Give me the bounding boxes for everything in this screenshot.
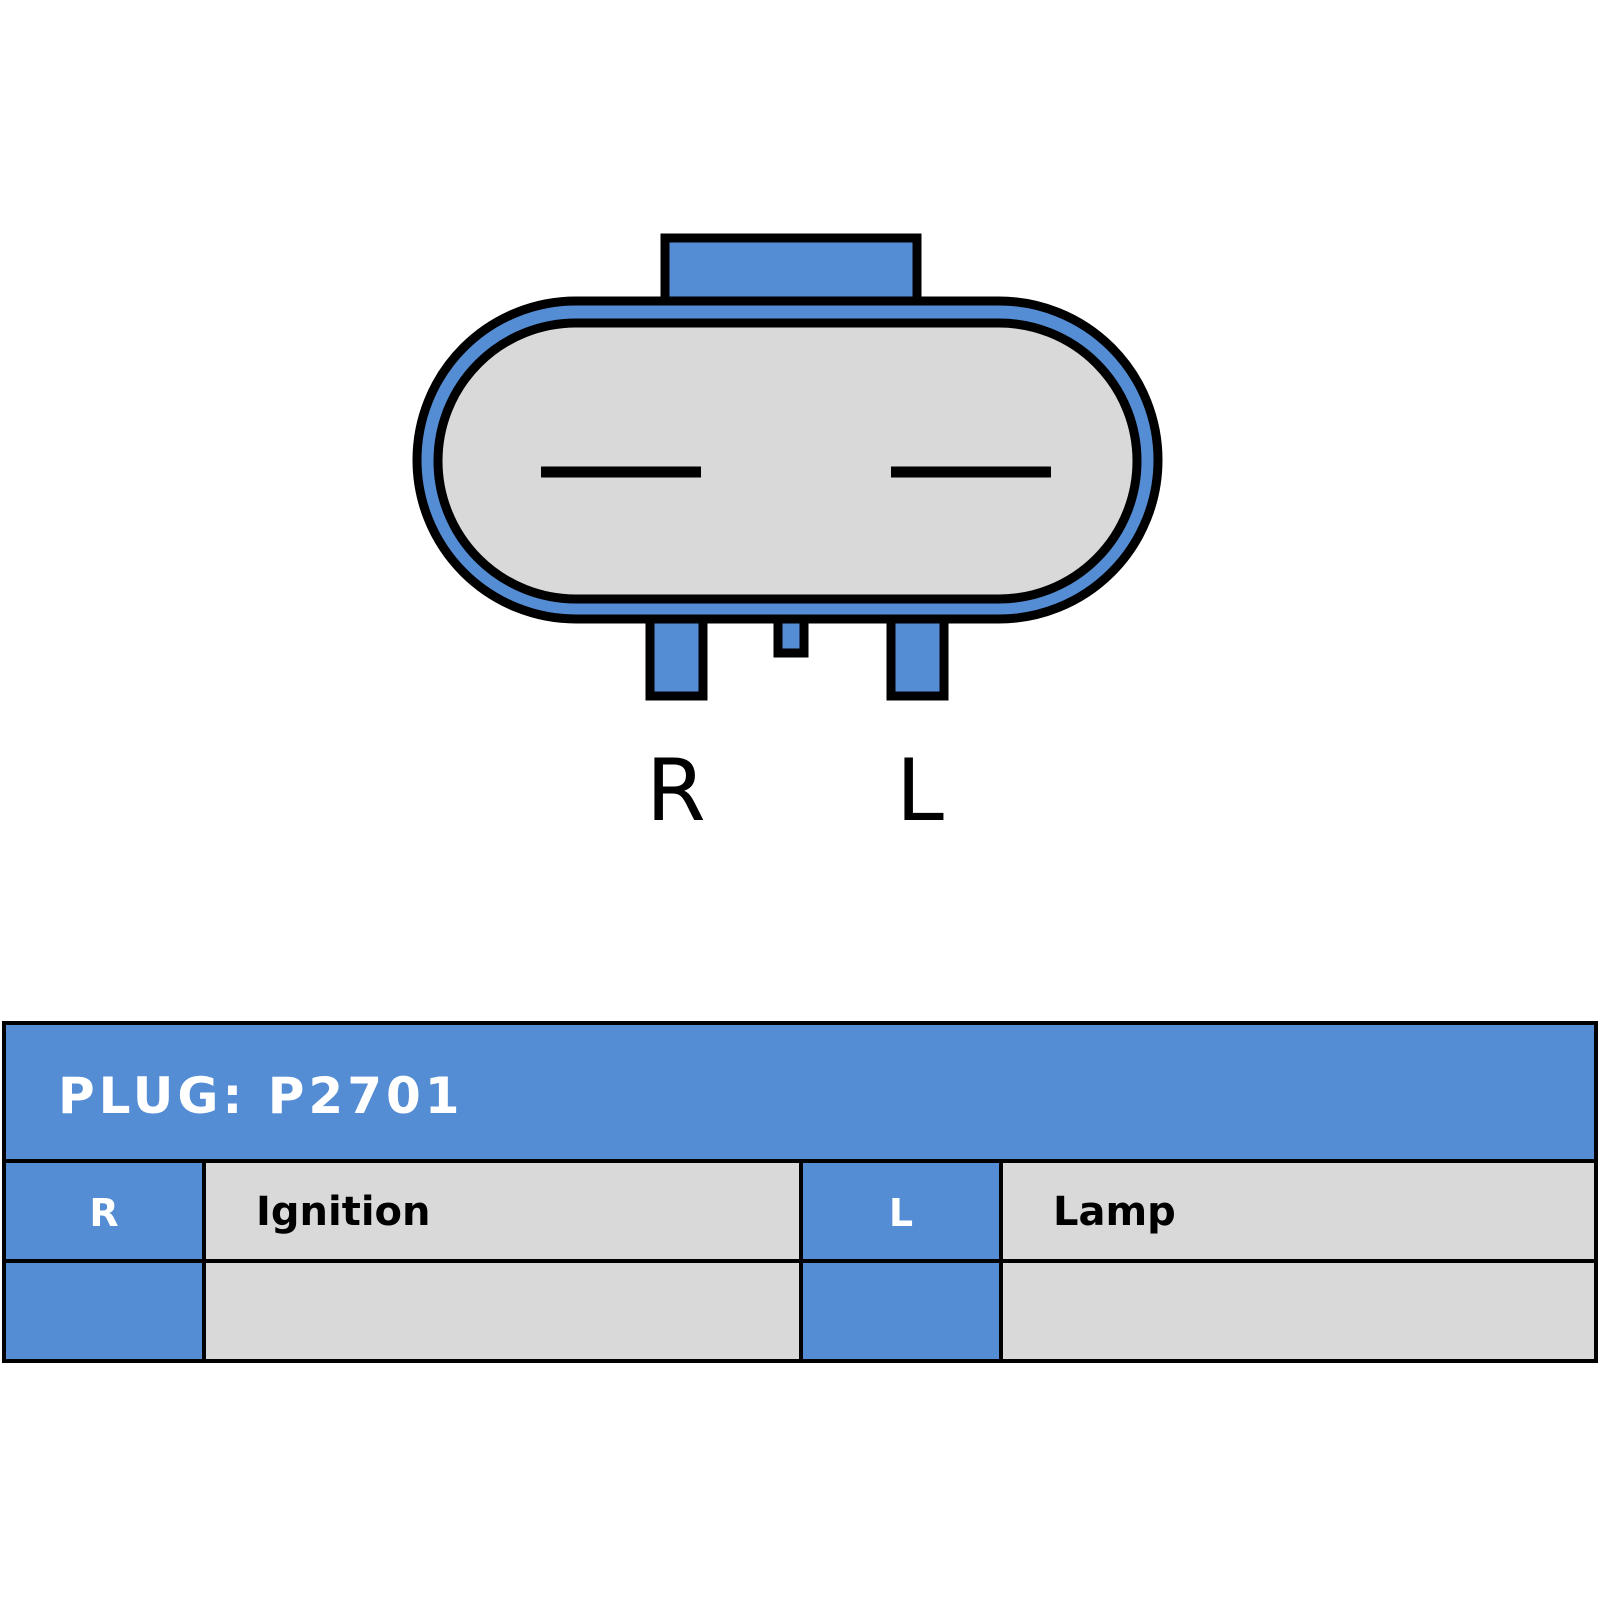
table-cell-desc: Ignition: [206, 1163, 803, 1263]
table-cell-code: [803, 1263, 1003, 1359]
pinout-table: PLUG: P2701 R Ignition L Lamp: [2, 1021, 1598, 1363]
connector-diagram: [412, 233, 1163, 701]
table-cell-code: L: [803, 1163, 1003, 1263]
connector-face: [433, 318, 1142, 604]
table-header: PLUG: P2701: [6, 1025, 1594, 1163]
top-key-tab: [660, 233, 922, 311]
pin-code: L: [888, 1191, 914, 1235]
plug-title: PLUG: P2701: [58, 1067, 464, 1125]
table-cell-desc: [206, 1263, 803, 1359]
pin-label-r: R: [646, 741, 706, 841]
table-cell-code: [6, 1263, 206, 1359]
pin-label-l: L: [896, 741, 944, 841]
pin-code: R: [89, 1191, 119, 1235]
pin-function: Lamp: [1053, 1189, 1176, 1235]
table-cell-desc: [1003, 1263, 1594, 1359]
table-cell-desc: Lamp: [1003, 1163, 1594, 1263]
table-cell-code: R: [6, 1163, 206, 1263]
pin-function: Ignition: [256, 1189, 431, 1235]
